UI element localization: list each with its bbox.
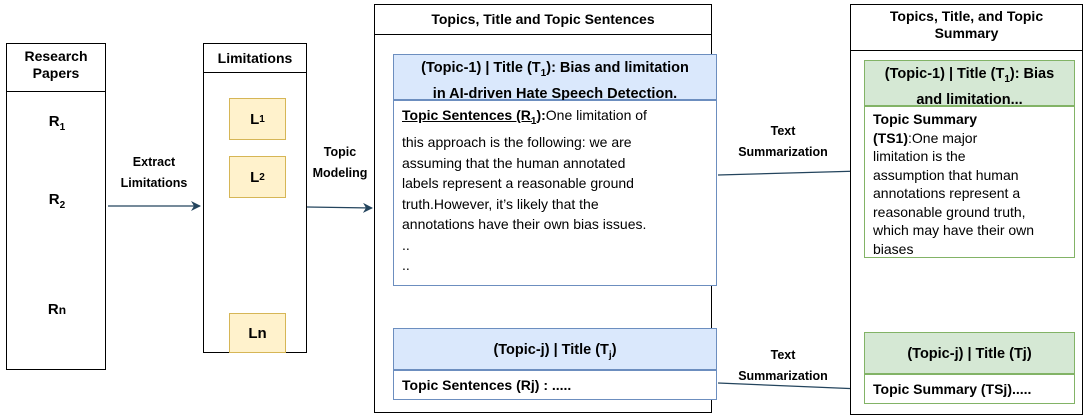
topic1-title-box: (Topic-1) | Title (T1): Bias and limitat… <box>393 54 717 102</box>
topic1-sentence-line5: annotations have their own bias issues. <box>402 216 647 233</box>
research-papers-title-line2: Papers <box>32 65 80 81</box>
summaryj-body-box: Topic Summary (TSj)..... <box>864 374 1075 404</box>
topic1-sentence-line6: .. <box>402 236 410 253</box>
research-papers-title-line1: Research <box>24 48 88 64</box>
doc-label-r1: R1 <box>48 113 66 133</box>
arrow-summarization-bottom <box>717 382 862 394</box>
summary-panel-header: Topics, Title, and Topic Summary <box>851 5 1082 51</box>
topic1-sentence-line0: Topic Sentences (R1):One limitation of <box>402 107 647 127</box>
topics-panel-header: Topics, Title and Topic Sentences <box>375 5 711 35</box>
limitations-panel: Limitations <box>203 43 307 353</box>
limitation-ln: Ln <box>229 313 286 353</box>
arrow-summarization-top <box>717 166 862 177</box>
summaryj-title-box: (Topic-j) | Title (Tj) <box>864 332 1075 374</box>
topic1-sentence-line4: truth.However, it’s likely that the <box>402 195 599 212</box>
label-text-summarization-top: Text Summarization <box>738 124 828 159</box>
topic1-sentences-box: Topic Sentences (R1):One limitation of t… <box>393 100 717 286</box>
summary1-line0: (TS1):One major <box>873 129 978 146</box>
summary1-line4: reasonable ground truth, <box>873 203 1026 220</box>
research-papers-header: Research Papers <box>7 44 105 92</box>
doc-label-r2: R2 <box>48 191 66 211</box>
summary1-line5: which may have their own <box>873 222 1035 238</box>
summary1-line2: assumption that human <box>873 166 1019 183</box>
summary1-label-line1: Topic Summary <box>873 111 977 127</box>
label-extract-limitations: Extract Limitations <box>120 155 188 190</box>
topic1-sentence-line1: this approach is the following: we are <box>402 134 632 151</box>
doc-label-rn: Rn <box>47 301 67 318</box>
topicj-sentences-box: Topic Sentences (Rj) : ..... <box>393 370 717 400</box>
summary1-body-box: Topic Summary (TS1):One major limitation… <box>864 106 1075 258</box>
topic1-sentence-line7: .. <box>402 257 410 274</box>
summary1-line3: annotations represent a <box>873 185 1021 201</box>
research-papers-panel: Research Papers <box>6 43 106 370</box>
topic1-sentence-line2: assuming that the human annotated <box>402 154 626 171</box>
summary1-line1: limitation is the <box>873 148 966 164</box>
label-topic-modeling: Topic Modeling <box>312 145 368 180</box>
summary1-title-box: (Topic-1) | Title (T1): Bias and limitat… <box>864 60 1075 108</box>
topicj-title-box: (Topic-j) | Title (Tj) <box>393 328 717 370</box>
arrow-topic-modeling <box>306 202 373 213</box>
label-text-summarization-bottom: Text Summarization <box>738 348 828 383</box>
topic1-sentence-line3: labels represent a reasonable ground <box>402 175 634 192</box>
summary1-line6: biases <box>873 240 914 257</box>
limitations-header: Limitations <box>204 44 306 73</box>
